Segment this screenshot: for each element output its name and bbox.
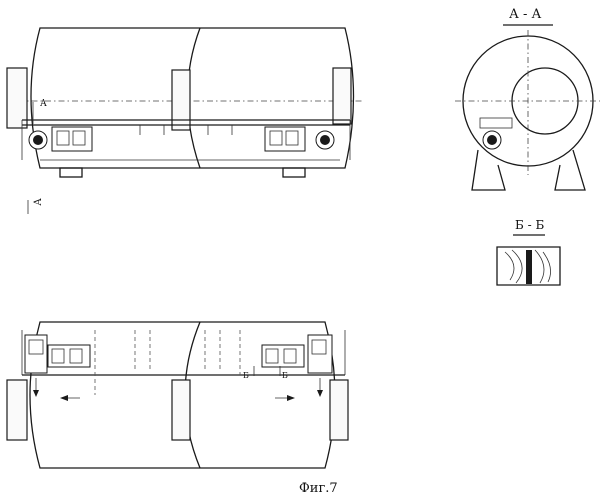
section-bb-view — [497, 235, 560, 285]
saddle-pad — [7, 68, 27, 128]
tank-side-view — [7, 28, 362, 214]
section-aa-title: А - А — [509, 8, 541, 21]
saddle-pad — [333, 68, 351, 124]
saddle-pad — [330, 380, 348, 440]
saddle-pad — [172, 380, 190, 440]
section-marker-b-right: Б — [282, 372, 288, 380]
section-bb-title: Б - Б — [515, 219, 544, 231]
section-marker-a-bottom: А — [34, 198, 44, 206]
saddle-pad — [172, 70, 190, 130]
saddle-pad — [7, 380, 27, 440]
tank-plan-view — [7, 322, 348, 468]
section-marker-a-top: А — [40, 100, 47, 109]
figure-caption: Фиг.7 — [299, 482, 338, 495]
section-aa-view — [455, 25, 600, 190]
section-marker-b-left: Б — [243, 372, 249, 380]
